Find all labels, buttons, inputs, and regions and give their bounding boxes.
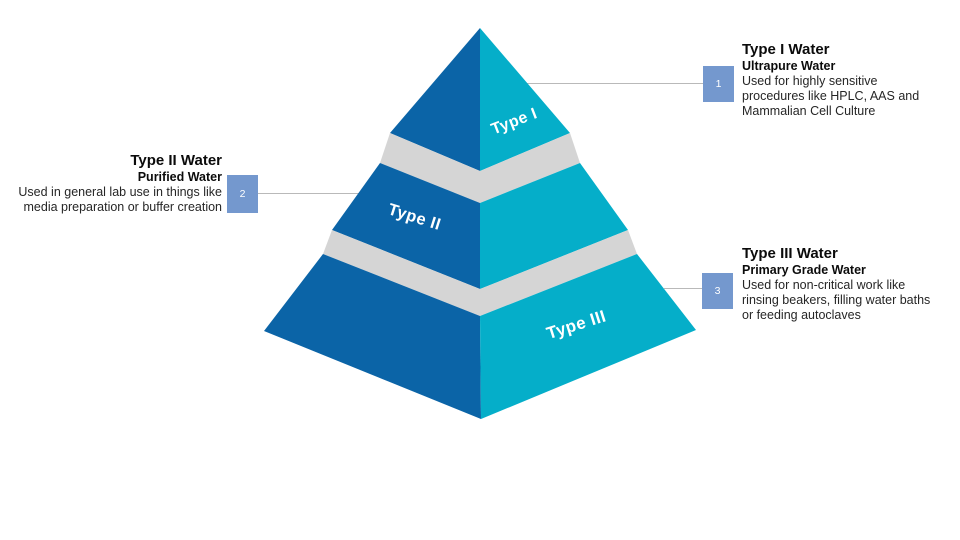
callout-badge-2: 2 <box>227 175 258 213</box>
tier3-right-face <box>480 254 696 419</box>
callout-type-3: Type III Water Primary Grade Water Used … <box>742 245 944 323</box>
tier3-left-face <box>264 254 481 419</box>
callout-1-description: Used for highly sensitive procedures lik… <box>742 74 920 118</box>
tier1-right-face <box>480 28 570 171</box>
callout-1-title: Type I Water <box>742 41 830 58</box>
tier2-right-face <box>480 163 628 289</box>
tier3-top-surface <box>323 230 637 316</box>
callout-type-1: Type I Water Ultrapure Water Used for hi… <box>742 41 937 119</box>
tier2-top-surface <box>380 133 580 203</box>
callout-1-subtitle: Ultrapure Water <box>742 59 836 73</box>
callout-3-subtitle: Primary Grade Water <box>742 263 866 277</box>
callout-3-title: Type III Water <box>742 245 838 262</box>
callout-2-description: Used in general lab use in things like m… <box>18 185 222 214</box>
callout-type-2: Type II Water Purified Water Used in gen… <box>17 152 222 215</box>
callout-2-subtitle: Purified Water <box>137 170 222 184</box>
callout-3-description: Used for non-critical work like rinsing … <box>742 278 931 322</box>
callout-badge-1: 1 <box>703 66 734 102</box>
tier1-left-face <box>390 28 480 171</box>
tier2-left-face <box>332 163 480 289</box>
callout-2-title: Type II Water <box>130 152 222 169</box>
callout-badge-3: 3 <box>702 273 733 309</box>
